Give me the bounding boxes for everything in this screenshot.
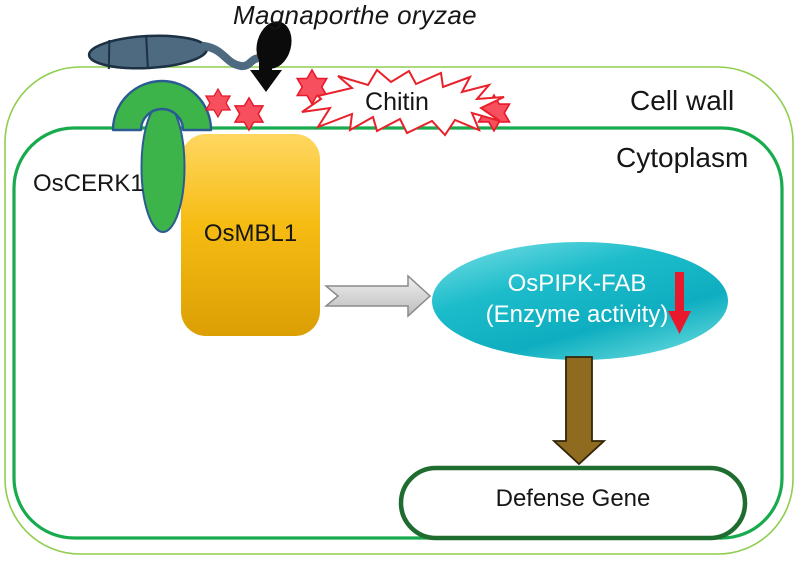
decrease-arrow-icon xyxy=(668,272,691,334)
cell-wall-label: Cell wall xyxy=(630,85,735,116)
chitin-fragment-star-icon xyxy=(205,88,231,118)
oscerk1-receptor-icon xyxy=(111,79,213,132)
defense-gene-pill xyxy=(398,465,748,541)
germ-tube-icon xyxy=(200,42,267,71)
oscerk1-label: OsCERK1 xyxy=(33,170,144,197)
osmbl1-label: OsMBL1 xyxy=(203,220,298,247)
osmbl1-box xyxy=(181,134,320,336)
cytoplasm-label: Cytoplasm xyxy=(616,142,749,173)
chitin-burst-icon xyxy=(301,68,505,137)
conidium-icon xyxy=(87,34,209,70)
oscerk1-receptor-stem xyxy=(140,101,186,233)
ospipk-label-line2: (Enzyme activity) xyxy=(485,301,669,328)
chitin-fragment-star-icon xyxy=(234,97,264,131)
chitin-label: Chitin xyxy=(365,88,429,116)
ospipk-label-line1: OsPIPK-FAB xyxy=(507,270,647,297)
cytoplasm-border xyxy=(12,126,784,540)
induction-arrow-icon xyxy=(551,356,607,466)
pathogen-title: Magnaporthe oryzae xyxy=(233,0,477,30)
ospipk-ellipse xyxy=(432,242,728,360)
signal-arrow-icon xyxy=(323,274,432,318)
defense-gene-label: Defense Gene xyxy=(495,485,651,512)
cell-wall-border xyxy=(4,66,794,555)
penetration-arrow-icon xyxy=(250,52,282,92)
